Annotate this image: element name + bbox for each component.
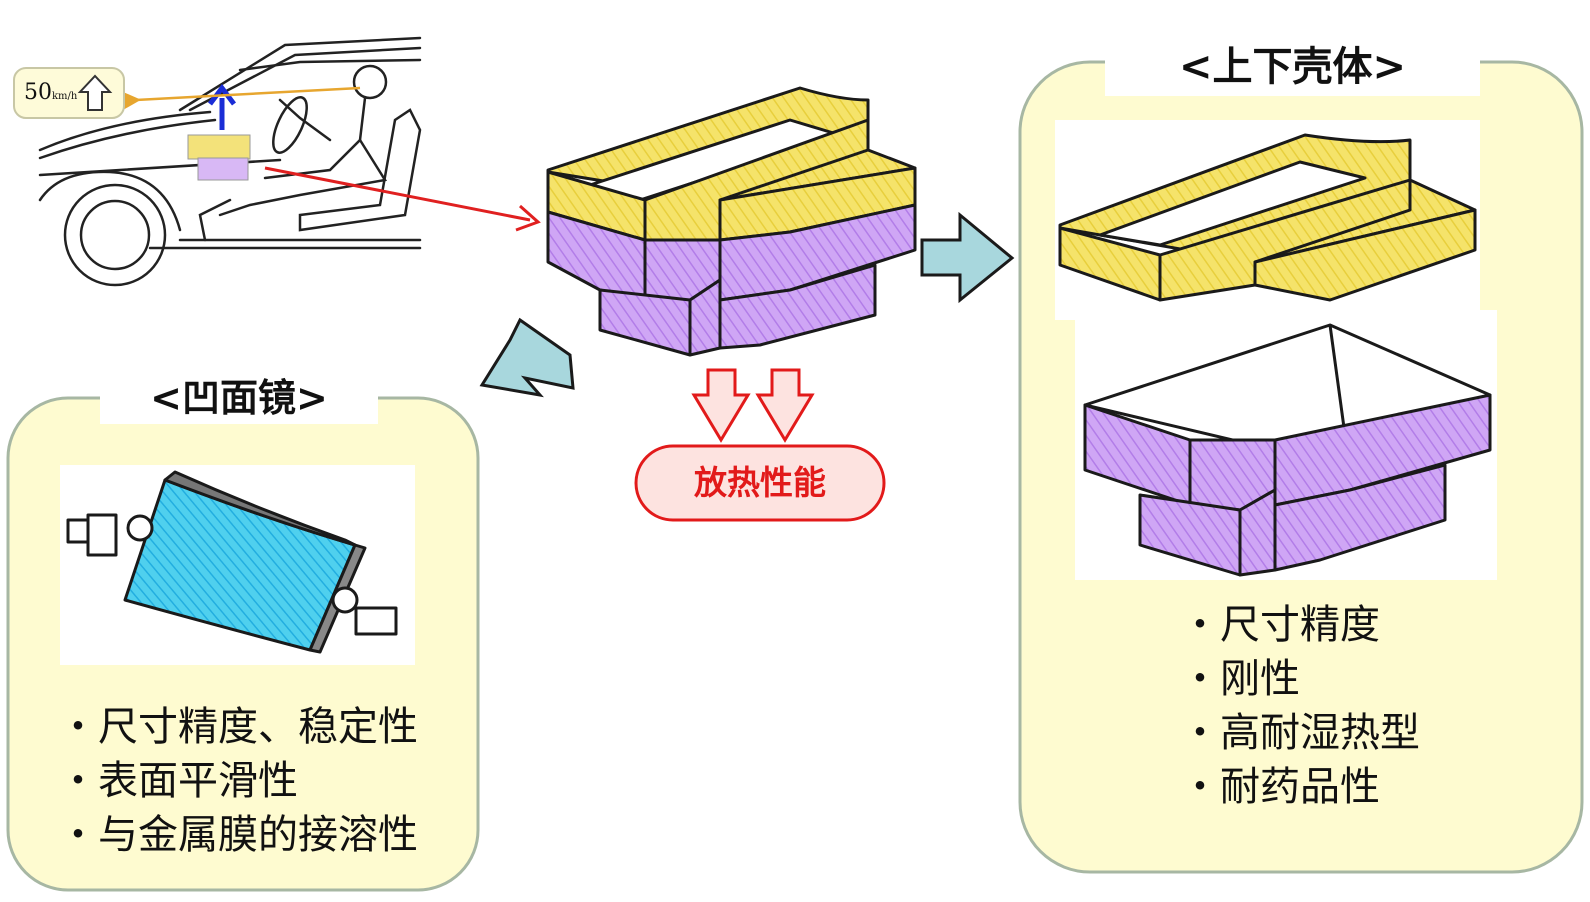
up-arrow-icon (208, 83, 236, 130)
list-item: ・与金属膜的接溶性 (58, 812, 418, 858)
mini-module-icon (187, 134, 251, 181)
list-item: ・耐药品性 (1180, 764, 1380, 810)
speed-label: 50km/h (24, 80, 78, 105)
car-sketch (38, 36, 422, 287)
list-item: ・表面平滑性 (58, 758, 298, 804)
heat-arrow-icon (691, 368, 815, 443)
left-panel-bullets: ・尺寸精度、稳定性 ・表面平滑性 ・与金属膜的接溶性 (58, 700, 418, 862)
left-panel-title: <凹面镜> (100, 372, 378, 424)
sight-line (115, 86, 361, 114)
concave-mirror-drawing (66, 470, 398, 654)
heat-performance-label: 放热性能 (694, 463, 826, 502)
upper-shell-drawing (1058, 133, 1477, 302)
right-panel-title: <上下壳体> (1105, 38, 1480, 96)
list-item: ・尺寸精度 (1180, 602, 1380, 648)
right-panel-bullets: ・尺寸精度 ・刚性 ・高耐湿热型 ・耐药品性 (1180, 598, 1420, 814)
list-item: ・高耐湿热型 (1180, 710, 1420, 756)
housing-assembly (546, 86, 917, 357)
arrow-right-icon (920, 211, 1015, 304)
pointer-arrow (264, 166, 541, 232)
speed-badge (13, 67, 125, 119)
arrow-down-left-icon (479, 317, 575, 398)
list-item: ・刚性 (1180, 656, 1300, 702)
lower-shell-drawing (1083, 323, 1492, 577)
list-item: ・尺寸精度、稳定性 (58, 704, 418, 750)
heat-capsule (634, 444, 886, 522)
